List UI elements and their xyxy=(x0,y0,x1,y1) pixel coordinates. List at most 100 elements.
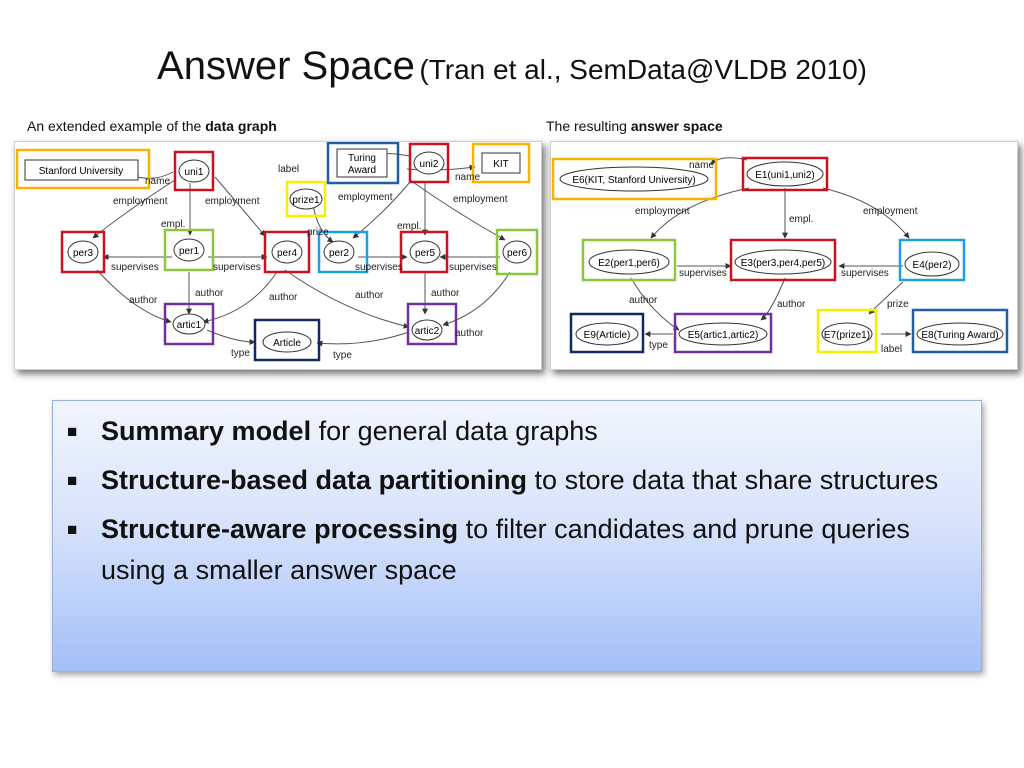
edge-label-author-6: author xyxy=(455,328,484,339)
turing-label-2: Award xyxy=(348,165,376,176)
e9-node: E9(Article) xyxy=(569,312,645,354)
bullet-item: ■ Summary model for general data graphs xyxy=(67,411,941,452)
edge-label-empl-2: empl. xyxy=(397,221,421,232)
as-edge-label-prize: prize xyxy=(887,299,909,310)
artic1-label: artic1 xyxy=(177,320,202,331)
e2-node: E2(per1,per6) xyxy=(581,238,677,282)
bullet-marker: ■ xyxy=(67,471,78,490)
bullet-bold-text: Summary model xyxy=(101,416,312,446)
per3-node: per3 xyxy=(60,230,106,274)
e9-label: E9(Article) xyxy=(584,330,631,341)
edge-label-name-2: name xyxy=(455,172,480,183)
uni2-label: uni2 xyxy=(420,159,439,170)
per2-label: per2 xyxy=(329,248,349,259)
summary-bullets-box: ■ Summary model for general data graphs … xyxy=(52,400,982,672)
per1-label: per1 xyxy=(179,246,199,257)
as-edge-label-empl: empl. xyxy=(789,214,813,225)
e3-label: E3(per3,per4,per5) xyxy=(741,258,826,269)
kit-node: KIT xyxy=(471,142,531,184)
edge-label-supervises-2: supervises xyxy=(213,262,261,273)
edge-label-employment-1: employment xyxy=(113,196,168,207)
title-main: Answer Space xyxy=(157,44,415,88)
e8-node: E8(Turing Award) xyxy=(911,308,1009,354)
e3-node: E3(per3,per4,per5) xyxy=(729,238,837,282)
edge-label-empl-1: empl. xyxy=(161,219,185,230)
per6-node: per6 xyxy=(495,228,539,276)
turing-award-node: Turing Award xyxy=(326,142,400,185)
per5-label: per5 xyxy=(415,248,435,259)
e6-node: E6(KIT, Stanford University) xyxy=(551,157,718,201)
prize1-node: prize1 xyxy=(285,180,327,218)
e7-node: E7(prize1) xyxy=(816,308,878,354)
data-graph-caption: An extended example of the data graph xyxy=(27,118,277,134)
e4-label: E4(per2) xyxy=(913,260,952,271)
bullet-marker: ■ xyxy=(67,422,78,441)
as-edge-label-supervises-2: supervises xyxy=(841,268,889,279)
bullet-text: for general data graphs xyxy=(311,416,598,446)
data-graph-panel: Stanford University uni1 Turing Award un… xyxy=(14,141,542,370)
e5-label: E5(artic1,artic2) xyxy=(688,330,759,341)
e7-label: E7(prize1) xyxy=(824,330,870,341)
title-citation: (Tran et al., SemData@VLDB 2010) xyxy=(419,54,867,85)
per6-label: per6 xyxy=(507,248,527,259)
edge-label-supervises-3: supervises xyxy=(355,262,403,273)
as-edge-label-employment-1: employment xyxy=(635,206,690,217)
artic2-node: artic2 xyxy=(406,302,458,346)
data-graph-caption-bold: data graph xyxy=(205,118,277,134)
bullet-bold-text: Structure-aware processing xyxy=(101,514,459,544)
as-edge-label-employment-2: employment xyxy=(863,206,918,217)
as-edge-label-label: label xyxy=(881,344,902,355)
edge-label-label: label xyxy=(278,164,299,175)
e6-label: E6(KIT, Stanford University) xyxy=(572,175,695,186)
edge-label-type-1: type xyxy=(231,348,250,359)
uni1-label: uni1 xyxy=(185,167,204,178)
e4-node: E4(per2) xyxy=(898,238,966,282)
artic2-label: artic2 xyxy=(415,326,440,337)
e1-node: E1(uni1,uni2) xyxy=(741,156,829,192)
data-graph-diagram: Stanford University uni1 Turing Award un… xyxy=(15,142,539,362)
edge-label-employment-2: employment xyxy=(205,196,260,207)
as-edge-label-author-1: author xyxy=(629,295,658,306)
per4-label: per4 xyxy=(277,248,297,259)
answer-space-caption-bold: answer space xyxy=(630,118,723,134)
bullet-marker: ■ xyxy=(67,520,78,539)
e2-label: E2(per1,per6) xyxy=(598,258,660,269)
edge-label-type-2: type xyxy=(333,350,352,361)
kit-label: KIT xyxy=(493,159,509,170)
edge-label-employment-4: employment xyxy=(453,194,508,205)
answer-space-panel: E6(KIT, Stanford University) E1(uni1,uni… xyxy=(550,141,1018,370)
edge-label-name: name xyxy=(145,176,170,187)
answer-space-caption: The resulting answer space xyxy=(546,118,723,134)
as-edge-label-name: name xyxy=(689,160,714,171)
uni2-node: uni2 xyxy=(408,142,450,184)
answer-space-caption-prefix: The resulting xyxy=(546,118,631,134)
uni1-node: uni1 xyxy=(173,150,215,192)
bullet-text: to store data that share structures xyxy=(527,465,939,495)
edge-label-supervises-4: supervises xyxy=(449,262,497,273)
edge-label-supervises-1: supervises xyxy=(111,262,159,273)
answer-space-diagram: E6(KIT, Stanford University) E1(uni1,uni… xyxy=(551,156,1009,355)
data-graph-caption-prefix: An extended example of the xyxy=(27,118,206,134)
e5-node: E5(artic1,artic2) xyxy=(673,312,773,354)
bullet-list: ■ Summary model for general data graphs … xyxy=(53,401,981,591)
article-node: Article xyxy=(253,318,321,362)
prize1-label: prize1 xyxy=(292,195,320,206)
per4-node: per4 xyxy=(263,230,311,274)
per1-node: per1 xyxy=(163,228,215,272)
e8-label: E8(Turing Award) xyxy=(921,330,998,341)
artic1-node: artic1 xyxy=(163,302,215,346)
per3-label: per3 xyxy=(73,248,93,259)
per2-node: per2 xyxy=(317,230,369,274)
article-label: Article xyxy=(273,338,301,349)
turing-label-1: Turing xyxy=(348,153,376,164)
stanford-university-node: Stanford University xyxy=(15,148,151,190)
bullet-item: ■ Structure-based data partitioning to s… xyxy=(67,460,941,501)
edge-label-author-2: author xyxy=(195,288,224,299)
edge-label-author-3: author xyxy=(269,292,298,303)
e1-label: E1(uni1,uni2) xyxy=(755,170,814,181)
as-edge-label-author-2: author xyxy=(777,299,806,310)
bullet-item: ■ Structure-aware processing to filter c… xyxy=(67,509,941,591)
edge-label-author-4: author xyxy=(355,290,384,301)
edge-label-employment-3: employment xyxy=(338,192,393,203)
edge-label-prize: prize xyxy=(307,227,329,238)
